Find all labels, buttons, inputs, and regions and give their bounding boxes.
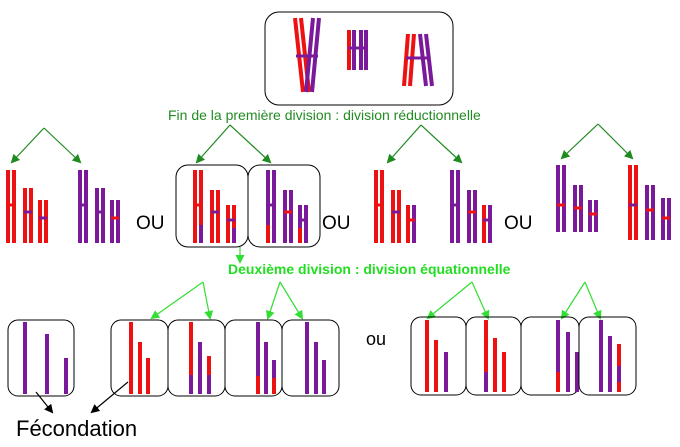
zygote-cell <box>7 319 75 397</box>
gamete-cell-4 <box>281 319 340 397</box>
gamete-cell-1 <box>110 319 169 397</box>
option-1-right-cell <box>78 170 120 243</box>
gamete-cell-6 <box>465 316 522 396</box>
first-division-label: Fin de la première division : division r… <box>168 107 481 123</box>
option-2-left-cell <box>175 164 249 248</box>
second-division-arrows <box>150 247 602 320</box>
or-label-3: OU <box>504 213 533 234</box>
fertilization-label: Fécondation <box>16 416 138 441</box>
second-division-label: Deuxième division : division équationnel… <box>228 261 511 277</box>
or-label-lower: ou <box>366 329 387 349</box>
option-3-right-cell <box>450 170 492 243</box>
parent-cell <box>264 11 454 106</box>
option-2-right-cell <box>247 164 321 248</box>
first-division-arrows <box>10 123 634 164</box>
fertilization-arrows <box>35 381 129 414</box>
gamete-cell-8 <box>578 316 637 396</box>
gamete-cell-7 <box>520 316 580 396</box>
gamete-cell-3 <box>224 319 283 397</box>
option-4-left-cell <box>556 165 598 232</box>
option-4-right-cell <box>628 165 671 240</box>
gamete-cell-2 <box>167 319 226 397</box>
or-label-1: OU <box>136 213 165 234</box>
or-label-2: OU <box>322 213 351 234</box>
option-3-left-cell <box>374 170 416 243</box>
gamete-cell-5 <box>410 316 467 396</box>
option-1-left-cell <box>6 170 48 243</box>
